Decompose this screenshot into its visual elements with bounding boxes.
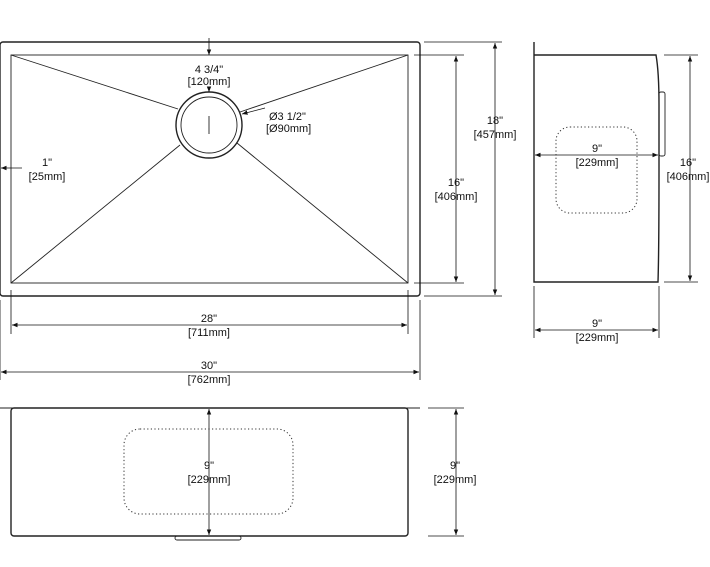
side-profile xyxy=(533,42,660,283)
drain-offset-imperial: 4 3/4" xyxy=(195,64,223,76)
sink-bowl xyxy=(10,54,409,284)
front-profile xyxy=(10,407,409,537)
rim-margin-imperial: 1" xyxy=(42,157,52,169)
side-width-metric: [229mm] xyxy=(576,332,619,344)
top-view: 4 3/4" [120mm] Ø3 1/2" [Ø90mm] 1" [25mm]… xyxy=(0,38,516,386)
front-depth-imperial: 9" xyxy=(204,460,214,472)
front-drain-stub xyxy=(174,535,242,541)
slope-line-bottom-right xyxy=(236,142,409,284)
side-drain-stub xyxy=(658,91,666,157)
overall-width-metric: [457mm] xyxy=(474,129,517,141)
front-view: 9" [229mm] 9" [229mm] xyxy=(0,407,477,541)
slope-line-top-right xyxy=(239,54,409,113)
drain-diameter-metric: [Ø90mm] xyxy=(266,123,311,135)
overall-width-imperial: 18" xyxy=(487,115,503,127)
side-width-imperial: 9" xyxy=(592,318,602,330)
bowl-length-metric: [711mm] xyxy=(188,327,230,339)
rim-margin-metric: [25mm] xyxy=(29,171,66,183)
drain-diameter-imperial: Ø3 1/2" xyxy=(269,111,306,123)
front-depth-metric: [229mm] xyxy=(188,474,231,486)
front-overall-imperial: 9" xyxy=(450,460,460,472)
drain-offset-metric: [120mm] xyxy=(188,76,231,88)
side-depth-metric: [229mm] xyxy=(576,157,619,169)
side-height-imperial: 16" xyxy=(680,157,696,169)
front-overall-metric: [229mm] xyxy=(434,474,477,486)
drain-diameter-leader xyxy=(241,107,266,115)
side-view: 9" [229mm] 16" [406mm] 9" [229mm] xyxy=(533,42,710,344)
bowl-width-imperial: 16" xyxy=(448,177,464,189)
side-height-metric: [406mm] xyxy=(667,171,710,183)
bowl-width-metric: [406mm] xyxy=(435,191,478,203)
overall-length-metric: [762mm] xyxy=(188,374,231,386)
side-hidden-bowl xyxy=(555,126,638,214)
drain-inner-ring xyxy=(180,96,238,154)
overall-length-imperial: 30" xyxy=(201,360,217,372)
slope-line-top-left xyxy=(10,54,179,110)
sink-outer-rim xyxy=(0,41,421,297)
side-depth-imperial: 9" xyxy=(592,143,602,155)
bowl-length-imperial: 28" xyxy=(201,313,217,325)
slope-line-bottom-left xyxy=(10,144,181,284)
